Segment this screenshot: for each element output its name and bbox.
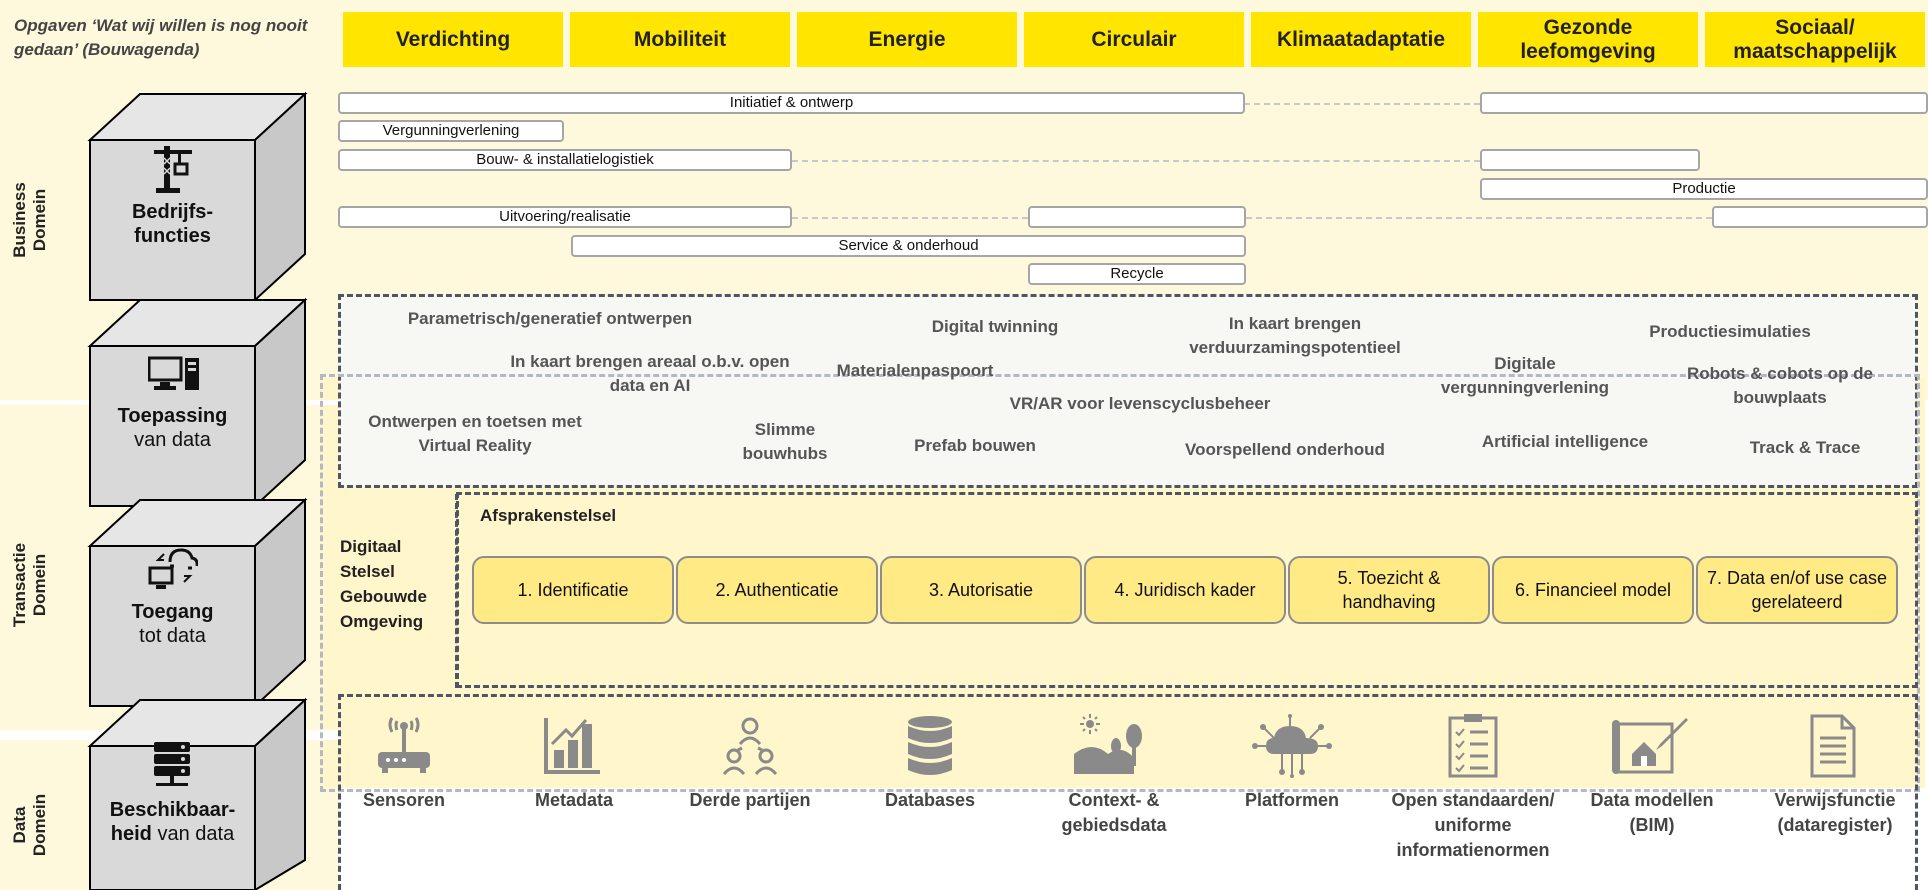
source-label-platformen: Platformen [1244, 790, 1340, 810]
app-areaal: In kaart brengen areaal o.b.v. open data… [510, 352, 790, 395]
source-label-context-gebiedsdata: Context- & gebiedsdata [1061, 790, 1167, 835]
source-label-verwijsfunctie: Verwijsfunctie (dataregister) [1774, 790, 1896, 835]
theme-header-energie: Energie [797, 12, 1017, 67]
theme-header-mobiliteit: Mobiliteit [570, 12, 790, 67]
stelsel-financieel-model: 6. Financieel model [1492, 556, 1694, 624]
cloud-devices-icon [148, 548, 198, 589]
stelsel-identificatie: 1. Identificatie [472, 556, 674, 624]
source-label-databases: Databases [884, 790, 976, 810]
applications-box [338, 294, 1918, 488]
cube-label-toepassing: Toepassing van data [117, 405, 228, 451]
cube-beschikbaarheid [87, 697, 308, 890]
database-icon [908, 716, 952, 775]
app-productiesimulaties: Productiesimulaties [1649, 322, 1811, 341]
app-ai: Artificial intelligence [1481, 432, 1649, 451]
source-label-open-standaarden: Open standaarden/ uniforme informatienor… [1391, 790, 1555, 860]
connector-initiatief [1244, 103, 1480, 105]
bar-uitvoering-mid [1028, 206, 1246, 228]
bar-recycle: Recycle [1028, 263, 1246, 285]
transactie-domain-label: Transactie Domein [10, 542, 49, 628]
stelsel-juridisch-kader: 4. Juridisch kader [1084, 556, 1286, 624]
crane-icon [154, 146, 192, 193]
bar-logistiek-right [1480, 149, 1700, 171]
server-icon [154, 742, 190, 786]
stelsel-outer-box [320, 374, 1920, 792]
cube-label-toegang: Toegang tot data [131, 601, 214, 647]
cube-label-beschikbaarheid: Beschikbaar- heid van data [109, 799, 236, 845]
app-materialenpaspoort: Materialenpaspoort [836, 361, 994, 380]
source-label-metadata: Metadata [534, 790, 614, 810]
business-domain-label: Business Domein [10, 182, 49, 258]
sensor-icon [378, 717, 430, 773]
connector-uitvoering-2 [1246, 217, 1712, 219]
theme-header-klimaatadaptatie: Klimaatadaptatie [1251, 12, 1471, 67]
bar-productie: Productie [1480, 178, 1928, 200]
app-digitale-vergunning: Digitale vergunningverlening [1440, 354, 1610, 397]
checklist-icon [1448, 714, 1498, 778]
bar-uitvoering-right [1712, 206, 1928, 228]
bar-uitvoering-realisatie: Uitvoering/realisatie [338, 206, 792, 228]
stelsel-label: Digitaal Stelsel Gebouwde Omgeving [340, 537, 427, 631]
cube-label-bedrijfsfuncties: Bedrijfs- functies [131, 201, 214, 247]
source-label-derde-partijen: Derde partijen [689, 790, 811, 810]
app-voorspellend: Voorspellend onderhoud [1185, 440, 1385, 459]
cube-toepassing [87, 297, 308, 509]
bar-vergunningverlening: Vergunningverlening [338, 120, 564, 142]
bar-initiatief-ontwerp-right [1480, 92, 1928, 114]
app-vr-ar: VR/AR voor levenscyclusbeheer [1009, 394, 1271, 413]
data-sources-box [338, 694, 1918, 890]
bar-service-onderhoud: Service & onderhoud [571, 235, 1246, 257]
theme-header-sociaal: Sociaal/ maatschappelijk [1705, 12, 1925, 67]
stelsel-divider [455, 494, 458, 688]
app-ontwerpen-vr: Ontwerpen en toetsen met Virtual Reality [368, 412, 582, 455]
theme-header-gezonde-leefomgeving: Gezonde leefomgeving [1478, 12, 1698, 67]
app-prefab: Prefab bouwen [914, 436, 1036, 455]
app-parametrisch: Parametrisch/generatief ontwerpen [407, 309, 693, 328]
cubes-graphic [87, 91, 308, 890]
cloud-network-icon [1252, 714, 1332, 778]
page-title: Opgaven ‘Wat wij willen is nog nooit ged… [14, 16, 308, 59]
applications-fill [340, 296, 1916, 486]
document-icon [1810, 714, 1856, 778]
landscape-icon [1074, 714, 1142, 774]
cube-bedrijfsfuncties [87, 91, 308, 303]
stelsel-data-use-case: 7. Data en/of use case gerelateerd [1696, 556, 1898, 624]
source-label-sensoren: Sensoren [362, 790, 446, 810]
app-bouwhubs: Slimme bouwhubs [742, 420, 828, 463]
bar-bouw-installatielogistiek: Bouw- & installatielogistiek [338, 149, 792, 171]
theme-header-circulair: Circulair [1024, 12, 1244, 67]
app-robots: Robots & cobots op de bouwplaats [1686, 364, 1874, 407]
stelsel-autorisatie: 3. Autorisatie [880, 556, 1082, 624]
data-domain-label: Data Domein [10, 793, 49, 857]
cube-toegang [87, 497, 308, 709]
theme-header-verdichting: Verdichting [343, 12, 563, 67]
blueprint-house-icon [1612, 718, 1688, 774]
connector-logistiek [792, 160, 1480, 162]
computer-icon [148, 356, 199, 390]
connector-uitvoering-1 [792, 217, 1028, 219]
app-verduurzaming: In kaart brengen verduurzamingspotentiee… [1189, 314, 1401, 357]
stelsel-toezicht: 5. Toezicht & handhaving [1288, 556, 1490, 624]
stelsel-authenticatie: 2. Authenticatie [676, 556, 878, 624]
bar-initiatief-ontwerp: Initiatief & ontwerp [338, 92, 1245, 114]
afsprakenstelsel-title: Afsprakenstelsel [480, 506, 617, 525]
app-track-trace: Track & Trace [1749, 438, 1861, 457]
app-digital-twinning: Digital twinning [931, 317, 1059, 336]
source-label-data-modellen: Data modellen (BIM) [1590, 790, 1714, 835]
metadata-chart-icon [544, 718, 600, 774]
third-parties-icon [722, 717, 778, 776]
